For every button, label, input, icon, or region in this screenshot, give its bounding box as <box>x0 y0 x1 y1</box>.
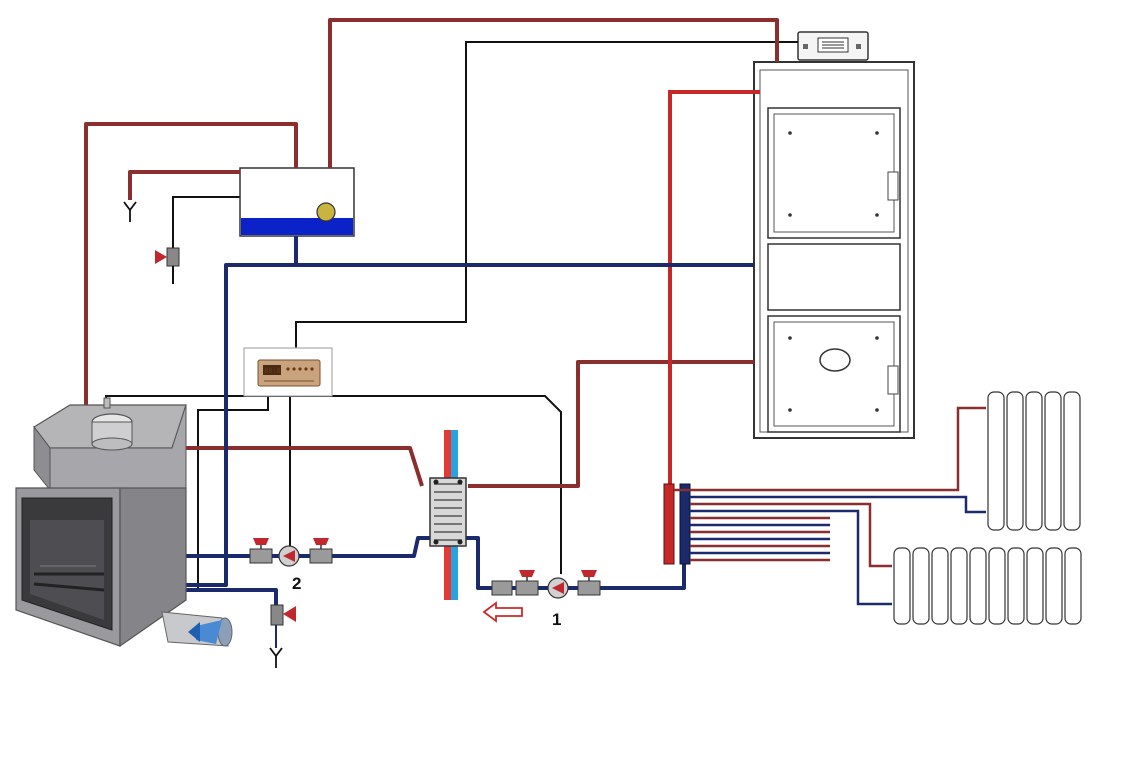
radiator-icon <box>987 391 1081 531</box>
air-intake-icon <box>161 611 233 647</box>
pipe-tank-to-boiler-return <box>294 236 754 267</box>
ball-valve-icon <box>577 570 601 596</box>
fireplace-insert-icon <box>15 397 187 648</box>
expansion-tank-icon <box>239 167 355 237</box>
pump-2-label: 2 <box>292 574 301 593</box>
controller-icon: 88:8 <box>243 347 333 397</box>
pipe-fireplace-drain <box>186 588 278 605</box>
pipe-exchanger-to-pump1 <box>466 536 686 590</box>
pipe-tank-to-boiler-top <box>328 18 779 168</box>
drain-outlet-icon <box>123 201 137 222</box>
radiator-icon <box>893 547 1082 625</box>
ball-valve-icon <box>515 570 539 596</box>
wire-boiler-panel-to-controller <box>295 41 798 348</box>
pipe-fireplace-to-pump2 <box>186 536 432 558</box>
flow-direction-arrow-icon <box>482 601 523 623</box>
hot-pipes <box>84 18 779 488</box>
pipe-tank-to-fireplace-return <box>186 263 296 587</box>
boiler-control-panel <box>797 31 869 61</box>
controller-display: 88:8 <box>264 367 281 375</box>
ball-valve-icon <box>309 538 333 564</box>
pipe-exchanger-to-boiler <box>468 360 754 488</box>
pump-1-label: 1 <box>552 610 561 629</box>
ball-valve-icon <box>491 580 513 596</box>
circulation-pump-icon <box>547 577 569 599</box>
ball-valve-icon <box>249 538 273 564</box>
wire-controller-to-valve <box>197 396 269 592</box>
pipe-fireplace-to-exchanger <box>172 446 424 487</box>
manifold-icon <box>663 483 691 565</box>
radiator-circuits <box>674 406 986 606</box>
circulation-pump-icon <box>278 545 300 567</box>
safety-valve-icon <box>155 247 180 284</box>
boiler-icon <box>753 61 915 439</box>
plate-heat-exchanger-icon <box>429 430 467 600</box>
float-icon <box>316 202 336 222</box>
safety-valve-icon <box>270 604 296 626</box>
pipe-fireplace-to-tank <box>84 122 298 405</box>
cold-pipes <box>186 236 754 605</box>
wire-tank-to-safety-valve <box>172 196 240 262</box>
pipe-boiler-supply-to-manifold <box>668 90 760 488</box>
pipe-tank-overflow <box>128 170 240 200</box>
drain-outlet-icon <box>269 647 283 668</box>
